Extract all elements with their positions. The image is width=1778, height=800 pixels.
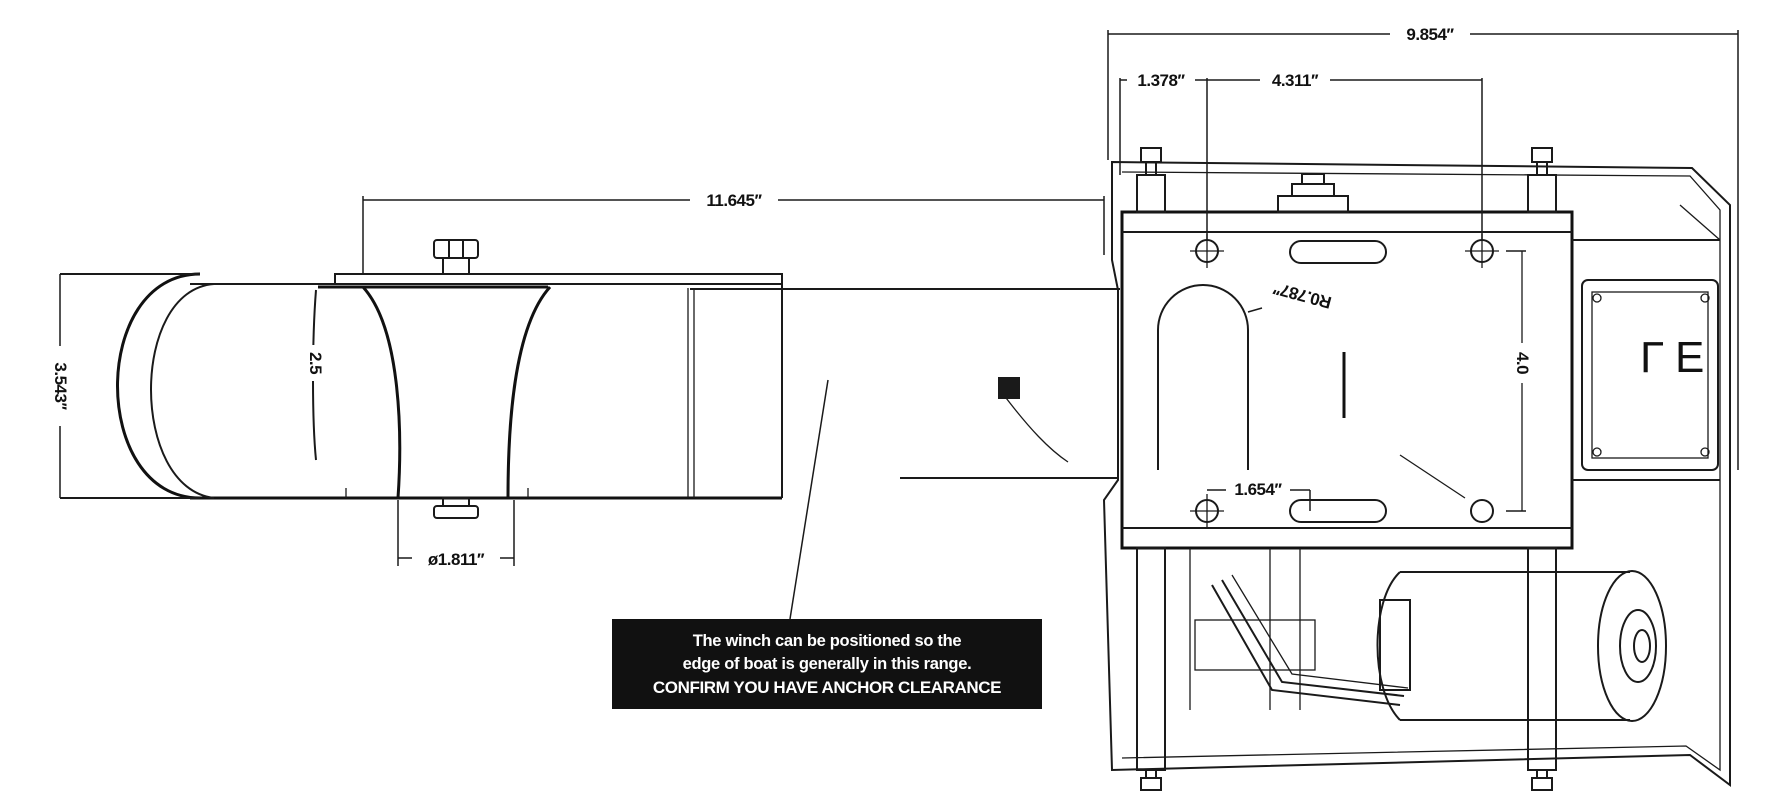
- slot-bottom: [1289, 499, 1387, 523]
- bolt-top-left-icon: [1140, 147, 1162, 176]
- motor-cylinder: [1376, 570, 1667, 722]
- top-flange-plate: [334, 273, 783, 285]
- cable-line: [1399, 454, 1466, 499]
- bottom-bolt-icon: [433, 497, 479, 519]
- dim-offset-left: 1.378′′: [1137, 71, 1185, 90]
- bolt-bottom-left-icon: [1140, 769, 1162, 791]
- note-line-2: edge of boat is generally in this range.: [682, 654, 972, 673]
- dim-plate-height: 4.0: [1513, 352, 1532, 374]
- bow-outer-curve: [116, 272, 201, 500]
- leg-right: [1527, 547, 1557, 771]
- note-leader-line: [789, 379, 829, 620]
- mounting-hole-bottom-right: [1470, 499, 1494, 523]
- spool-right-profile: [506, 285, 552, 499]
- mounting-hole-bottom-left: [1190, 494, 1224, 528]
- bow-inner-curve: [150, 283, 215, 499]
- note-line-1: The winch can be positioned so the: [692, 631, 962, 650]
- control-box: [1572, 204, 1721, 481]
- dim-span-length: 11.645′′: [706, 191, 762, 210]
- dim-overall-width: 9.854′′: [1406, 25, 1454, 44]
- dim-hole-spacing-top: 4.311′′: [1272, 71, 1319, 90]
- slot-top: [1289, 240, 1387, 264]
- standoff-top-right: [1527, 174, 1557, 213]
- cable-bundle: [1211, 584, 1401, 706]
- connecting-beam: [690, 288, 1120, 479]
- spool-left-profile: [361, 285, 402, 499]
- housing-inner-line: [1121, 171, 1721, 772]
- dim-slot-radius: R0.787′′: [1271, 278, 1333, 312]
- bolt-top-right-icon: [1531, 147, 1553, 176]
- leg-left: [1136, 547, 1166, 771]
- dim-roller-inner: 2.5: [306, 352, 325, 374]
- cable-clamp: [998, 377, 1020, 399]
- dim-hole-spacing-bottom: 1.654′′: [1234, 480, 1282, 499]
- anchor-clearance-note: The winch can be positioned so the edge …: [612, 619, 1042, 709]
- dim-roller-height: 3.543′′: [51, 362, 70, 410]
- note-warning-line: CONFIRM YOU HAVE ANCHOR CLEARANCE: [652, 677, 1002, 697]
- gear-box: [1194, 619, 1316, 671]
- bolt-bottom-right-icon: [1531, 769, 1553, 791]
- dimension-lines: 9.854′′ 1.378′′ 4.311′′ 11.645′′ 3.543′′…: [46, 22, 1739, 620]
- winch-assembly: Г E: [1102, 147, 1731, 791]
- housing-shell: [1102, 160, 1731, 787]
- plate-nut-icon: [1277, 173, 1349, 213]
- roller-assembly: [60, 239, 783, 519]
- beam-cable: [999, 389, 1069, 463]
- dim-roller-diameter: ø1.811′′: [428, 550, 485, 569]
- top-bolt-icon: [433, 239, 479, 275]
- control-box-label: Г E: [1640, 333, 1704, 382]
- large-radius-slot: [1157, 284, 1249, 470]
- standoff-top-left: [1136, 174, 1166, 213]
